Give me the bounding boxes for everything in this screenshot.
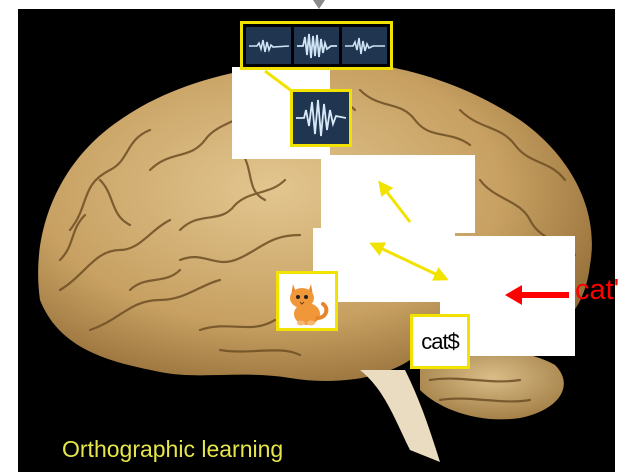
- cat-icon: [279, 274, 335, 328]
- overlay-box-middle: [321, 155, 475, 233]
- slide-caption: Orthographic learning: [62, 436, 283, 463]
- spoken-word-label: cat': [575, 274, 619, 307]
- waveform-icon: [246, 27, 291, 64]
- waveform-strip: [240, 21, 393, 70]
- cat-picture: [276, 271, 338, 331]
- waveform-icon: [290, 89, 352, 147]
- waveform-icon: [294, 27, 339, 64]
- written-word-box: cat$: [410, 314, 470, 369]
- waveform-icon: [342, 27, 387, 64]
